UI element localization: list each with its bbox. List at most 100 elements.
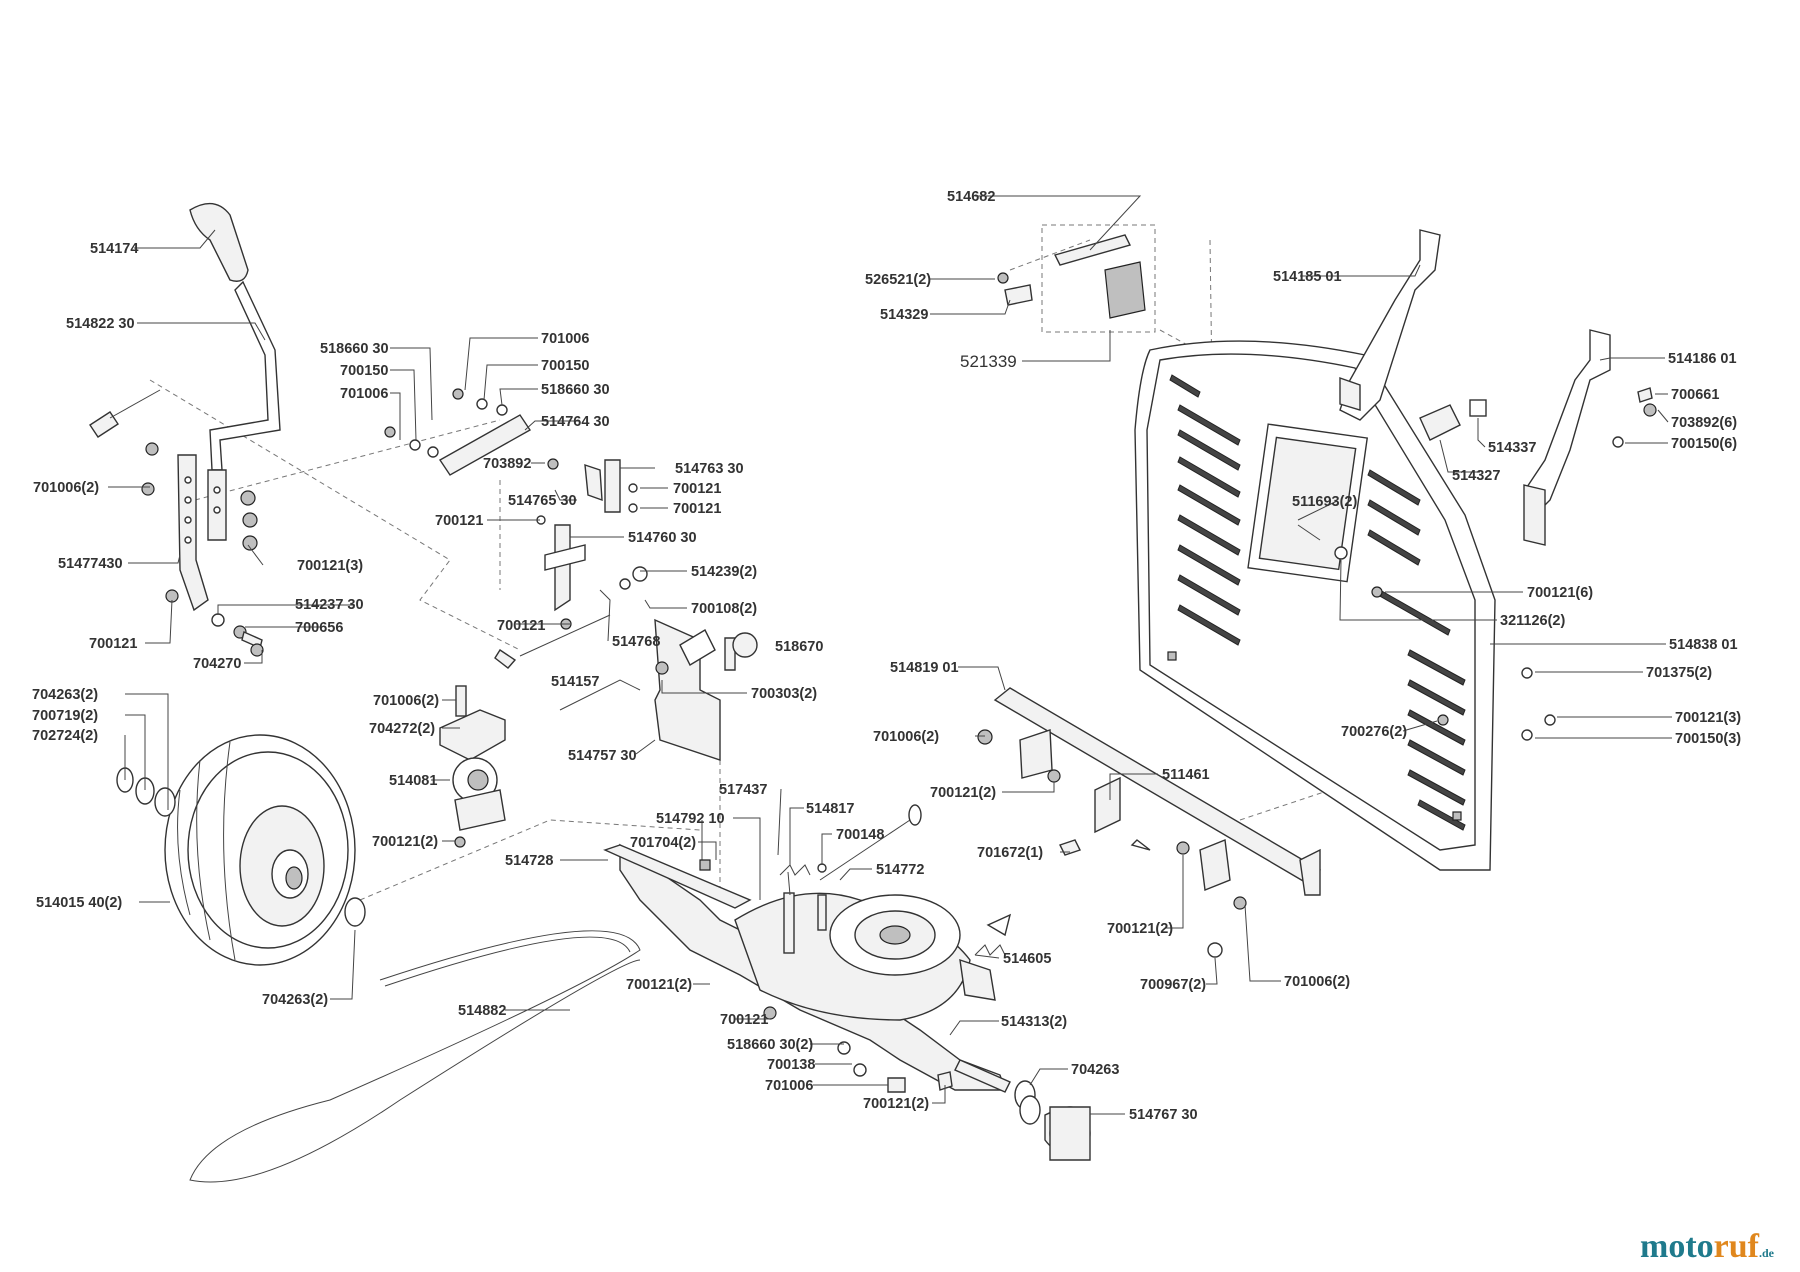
part-label: 704272(2) [369,721,435,737]
part-label: 521339 [960,352,1017,371]
part-label: 703892 [483,456,531,472]
leader-lines [108,195,1672,1115]
part-label: 514767 30 [1129,1107,1198,1123]
part-label: 514819 01 [890,660,959,676]
part-label: 514765 30 [508,493,577,509]
part-label: 700121(2) [863,1096,929,1112]
part-label: 514329 [880,307,928,323]
part-label: 514157 [551,674,599,690]
part-label: 701006(2) [373,693,439,709]
part-label: 701006(2) [33,480,99,496]
part-label: 700108(2) [691,601,757,617]
part-label: 514822 30 [66,316,135,332]
seat-pan-fasteners [1297,524,1556,741]
part-label: 704263(2) [262,992,328,1008]
linkage-assembly [384,388,648,669]
seat-rail-514186 [1523,329,1611,546]
part-label: 514757 30 [568,748,637,764]
part-label: 700121 [673,481,721,497]
seat-rail-514185 [1339,229,1441,421]
part-label: 700121(2) [626,977,692,993]
part-label: 514337 [1488,440,1536,456]
part-label: 700150 [541,358,589,374]
part-label: 703892(6) [1671,415,1737,431]
part-label: 700138 [767,1057,815,1073]
part-label: 700121 [435,513,483,529]
part-label: 701006 [340,386,388,402]
part-label: 514817 [806,801,854,817]
part-labels: 514174 514822 30 701006(2) 51477430 7001… [32,189,1741,1123]
part-label: 514772 [876,862,924,878]
part-label: 700121 [673,501,721,517]
part-label: 514605 [1003,951,1051,967]
part-label: 700150(3) [1675,731,1741,747]
part-label: 701006(2) [873,729,939,745]
seat-pan-514838 [1134,340,1496,871]
part-label: 511693(2) [1292,494,1357,510]
part-label: 514763 30 [675,461,744,477]
part-label: 700661 [1671,387,1719,403]
part-label: 700719(2) [32,708,98,724]
part-label: 514313(2) [1001,1014,1067,1030]
part-label: 700121 [497,618,545,634]
part-label: 51477430 [58,556,123,572]
part-label: 700150 [340,363,388,379]
part-label: 700121 [720,1012,768,1028]
part-label: 526521(2) [865,272,931,288]
part-label: 518660 30 [320,341,389,357]
part-label: 514239(2) [691,564,757,580]
part-label: 518660 30(2) [727,1037,813,1053]
lever-handle-514174 [189,202,281,471]
part-label: 700656 [295,620,343,636]
part-label: 700121(6) [1527,585,1593,601]
clamp-514081 [439,685,506,848]
logo-text-tld: .de [1758,1246,1774,1260]
part-label: 701006 [765,1078,813,1094]
part-label: 701375(2) [1646,665,1712,681]
part-label: 514081 [389,773,437,789]
part-label: 700967(2) [1140,977,1206,993]
crossmember-514819 [977,687,1321,958]
part-label: 701006 [541,331,589,347]
part-label: 514237 30 [295,597,364,613]
logo-text-moto: moto [1640,1228,1714,1265]
part-label: 702724(2) [32,728,98,744]
part-label: 700121(2) [930,785,996,801]
axle-shaft-514728 [603,844,1091,1161]
part-label: 700121(3) [297,558,363,574]
part-label: 514327 [1452,468,1500,484]
motoruf-logo: motoruf.de [1640,1228,1774,1266]
part-label: 704263 [1071,1062,1119,1078]
part-label: 514764 30 [541,414,610,430]
part-label: 514185 01 [1273,269,1342,285]
part-label: 701006(2) [1284,974,1350,990]
part-label: 514728 [505,853,553,869]
part-label: 514186 01 [1668,351,1737,367]
part-label: 514838 01 [1669,637,1738,653]
lever-bracket-51477430 [177,454,258,612]
part-label: 700121(2) [1107,921,1173,937]
part-label: 700148 [836,827,884,843]
wheel-514015 [116,734,366,966]
part-label: 700121(3) [1675,710,1741,726]
part-label: 514174 [90,241,138,257]
part-label: 511461 [1162,767,1210,783]
part-label: 704270 [193,656,241,672]
part-label: 701672(1) [977,845,1043,861]
part-label: 518660 30 [541,382,610,398]
part-label: 700121 [89,636,137,652]
transaxle-514792 [619,820,1086,1154]
part-label: 517437 [719,782,767,798]
part-label: 514792 10 [656,811,725,827]
part-label: 701704(2) [630,835,696,851]
part-label: 514760 30 [628,530,697,546]
part-label: 518670 [775,639,823,655]
part-label: 514768 [612,634,660,650]
part-label: 700121(2) [372,834,438,850]
seat-switch-kit-521339 [997,224,1657,448]
part-label: 700303(2) [751,686,817,702]
logo-text-ruf: ruf [1713,1228,1759,1265]
bracket-514757 [559,618,758,761]
